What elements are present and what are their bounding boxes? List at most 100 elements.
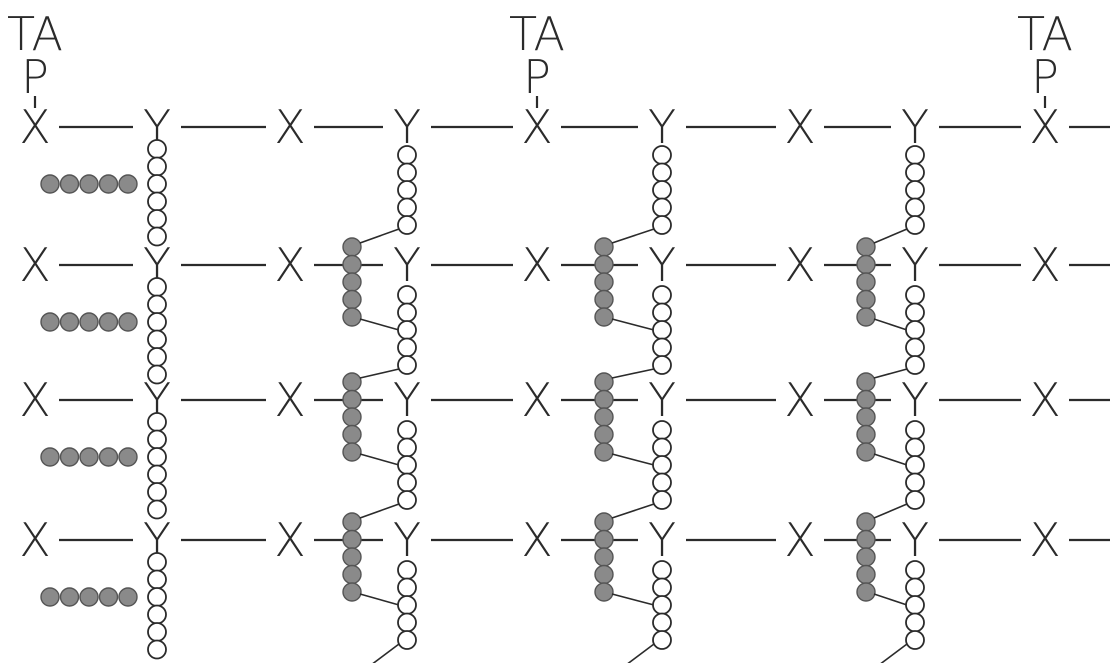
amino-acid-open xyxy=(905,197,925,218)
peptide-side-chain xyxy=(40,139,167,247)
cross-link xyxy=(359,593,400,606)
amino-acid-bridge xyxy=(118,587,138,607)
amino-acid-open xyxy=(905,302,925,323)
crosslinked-peptide xyxy=(342,420,417,606)
cross-link xyxy=(873,453,908,466)
amino-acid-open xyxy=(147,412,167,432)
amino-acid-bridge xyxy=(98,312,119,332)
amino-acid-bridge xyxy=(594,272,614,292)
amino-acid-bridge xyxy=(342,372,362,392)
amino-acid-open xyxy=(905,215,925,235)
amino-acid-bridge xyxy=(856,582,876,602)
amino-acid-open xyxy=(147,347,167,367)
amino-acid-bridge xyxy=(342,407,362,427)
amino-acid-open xyxy=(905,630,925,650)
amino-acid-bridge xyxy=(594,442,614,462)
x-sugar: X xyxy=(19,373,51,427)
crosslinked-peptide xyxy=(342,285,417,466)
amino-acid-open xyxy=(397,490,417,510)
amino-acid-bridge xyxy=(856,272,876,292)
amino-acid-open xyxy=(147,587,167,607)
cross-link xyxy=(611,593,655,606)
y-sugar: Y xyxy=(393,100,421,154)
crosslinked-peptide xyxy=(594,145,672,331)
phosphate-label: P xyxy=(523,50,551,104)
cross-link xyxy=(359,368,400,379)
amino-acid-open xyxy=(652,455,672,475)
amino-acid-bridge xyxy=(118,312,138,332)
amino-acid-bridge xyxy=(59,447,80,467)
amino-acid-bridge xyxy=(40,447,60,467)
x-sugar: X xyxy=(274,238,306,292)
amino-acid-open xyxy=(147,312,167,332)
amino-acid-bridge xyxy=(856,289,876,310)
x-sugar: X xyxy=(521,238,553,292)
y-sugar: Y xyxy=(648,513,676,567)
y-sugar: Y xyxy=(393,238,421,292)
cross-link xyxy=(874,643,908,668)
amino-acid-bridge xyxy=(594,564,614,585)
amino-acid-open xyxy=(652,197,672,218)
amino-acid-bridge xyxy=(856,512,876,532)
amino-acid-open xyxy=(652,162,672,183)
amino-acid-open xyxy=(397,320,417,340)
amino-acid-bridge xyxy=(342,272,362,292)
x-sugar: X xyxy=(19,100,51,154)
amino-acid-bridge xyxy=(342,424,362,445)
amino-acid-open xyxy=(147,604,167,625)
amino-acid-open xyxy=(397,145,417,165)
crosslinked-peptide xyxy=(856,285,925,466)
amino-acid-open xyxy=(652,560,672,580)
cross-link xyxy=(611,368,655,379)
amino-acid-bridge xyxy=(59,587,80,607)
cross-link xyxy=(873,228,908,244)
peptide-side-chain xyxy=(40,552,167,660)
amino-acid-bridge xyxy=(594,372,614,392)
amino-acid-bridge xyxy=(856,389,876,410)
amino-acid-bridge xyxy=(856,424,876,445)
x-sugar: X xyxy=(784,238,816,292)
amino-acid-open xyxy=(905,162,925,183)
amino-acid-open xyxy=(397,577,417,598)
x-sugar: X xyxy=(1029,513,1061,567)
amino-acid-bridge xyxy=(594,254,614,275)
amino-acid-bridge xyxy=(40,312,60,332)
amino-acid-open xyxy=(652,595,672,615)
amino-acid-open xyxy=(905,472,925,493)
amino-acid-bridge xyxy=(856,547,876,567)
ta-label: TA xyxy=(7,7,63,61)
amino-acid-open xyxy=(147,622,167,642)
amino-acid-bridge xyxy=(856,254,876,275)
x-sugar: X xyxy=(19,513,51,567)
amino-acid-bridge xyxy=(342,512,362,532)
amino-acid-open xyxy=(397,302,417,323)
amino-acid-bridge xyxy=(79,447,99,467)
amino-acid-bridge xyxy=(856,237,876,257)
amino-acid-bridge xyxy=(594,289,614,310)
peptide-side-chain xyxy=(40,412,167,520)
amino-acid-bridge xyxy=(342,289,362,310)
y-sugar: Y xyxy=(393,513,421,567)
x-sugar: X xyxy=(274,373,306,427)
amino-acid-bridge xyxy=(594,529,614,550)
amino-acid-open xyxy=(147,174,167,194)
amino-acid-bridge xyxy=(856,442,876,462)
amino-acid-open xyxy=(397,455,417,475)
amino-acid-open xyxy=(147,191,167,212)
crosslinked-peptide xyxy=(594,420,672,606)
amino-acid-bridge xyxy=(856,529,876,550)
amino-acid-bridge xyxy=(342,564,362,585)
amino-acid-open xyxy=(652,215,672,235)
x-sugar: X xyxy=(521,373,553,427)
amino-acid-open xyxy=(147,209,167,229)
amino-acid-open xyxy=(147,364,167,385)
ta-label: TA xyxy=(1017,7,1073,61)
peptide-chains xyxy=(40,139,925,668)
amino-acid-open xyxy=(147,156,167,177)
amino-acid-open xyxy=(397,355,417,375)
amino-acid-open xyxy=(652,630,672,650)
x-sugar: X xyxy=(784,513,816,567)
amino-acid-open xyxy=(905,490,925,510)
